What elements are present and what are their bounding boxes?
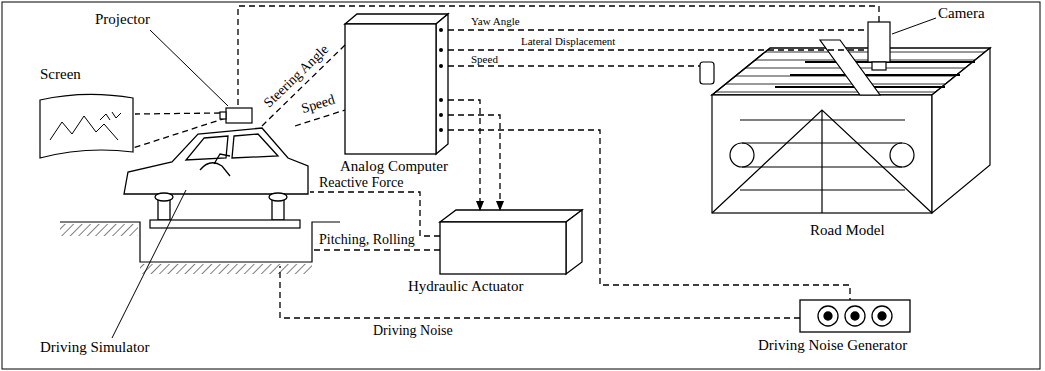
component-label: Driving Simulator	[40, 339, 150, 356]
component-label: Hydraulic Actuator	[408, 278, 523, 295]
signal-label: Pitching, Rolling	[318, 232, 416, 247]
signal-label: Lateral Displacement	[520, 35, 616, 47]
signal-connector	[310, 192, 440, 236]
signal-connector	[448, 115, 500, 210]
signal-connector	[310, 249, 440, 250]
component-label: Driving Noise Generator	[758, 337, 907, 354]
signal-label: Speed	[470, 53, 499, 65]
signal-connector	[448, 65, 700, 66]
component-label: Projector	[95, 11, 150, 28]
simulator-node: Driving Simulator	[120, 126, 310, 266]
signal-label: Driving Noise	[372, 323, 454, 338]
component-label: Camera	[938, 5, 985, 22]
actuator-figure	[440, 210, 582, 274]
leader-line	[150, 30, 228, 106]
signal-label: Yaw Angle	[470, 15, 521, 27]
signal-connector	[280, 266, 800, 318]
screen-figure	[40, 94, 133, 158]
component-label: Analog Computer	[340, 158, 448, 175]
camera-node: Camera	[868, 22, 890, 62]
signal-label: Reactive Force	[318, 175, 404, 190]
road-model-node: Road Model	[700, 40, 990, 215]
projector-node: Projector	[220, 107, 253, 124]
road-model-figure	[700, 40, 990, 213]
screen-node: Screen	[40, 92, 135, 160]
signal-label: Speed	[298, 92, 337, 117]
leader-line	[892, 18, 936, 34]
terminal-dots	[439, 28, 443, 132]
signal-connector	[448, 49, 868, 50]
computer-node: Analog Computer	[345, 14, 448, 154]
projector-figure	[220, 108, 252, 123]
car-figure	[124, 128, 308, 220]
noise-generator-figure	[800, 300, 910, 332]
camera-figure	[868, 22, 890, 70]
platform-pit	[60, 220, 340, 274]
signal-connector	[448, 130, 850, 300]
actuator-node: Hydraulic Actuator	[440, 210, 582, 274]
leader-line	[112, 190, 186, 338]
signal-connector	[135, 113, 220, 114]
signal-connector	[448, 29, 868, 30]
signal-connector	[238, 6, 879, 107]
component-label: Road Model	[810, 222, 885, 239]
noise-generator-node: Driving Noise Generator	[800, 300, 910, 332]
component-label: Screen	[40, 66, 81, 83]
signal-connector	[448, 100, 480, 210]
analog-computer-figure	[345, 14, 448, 154]
